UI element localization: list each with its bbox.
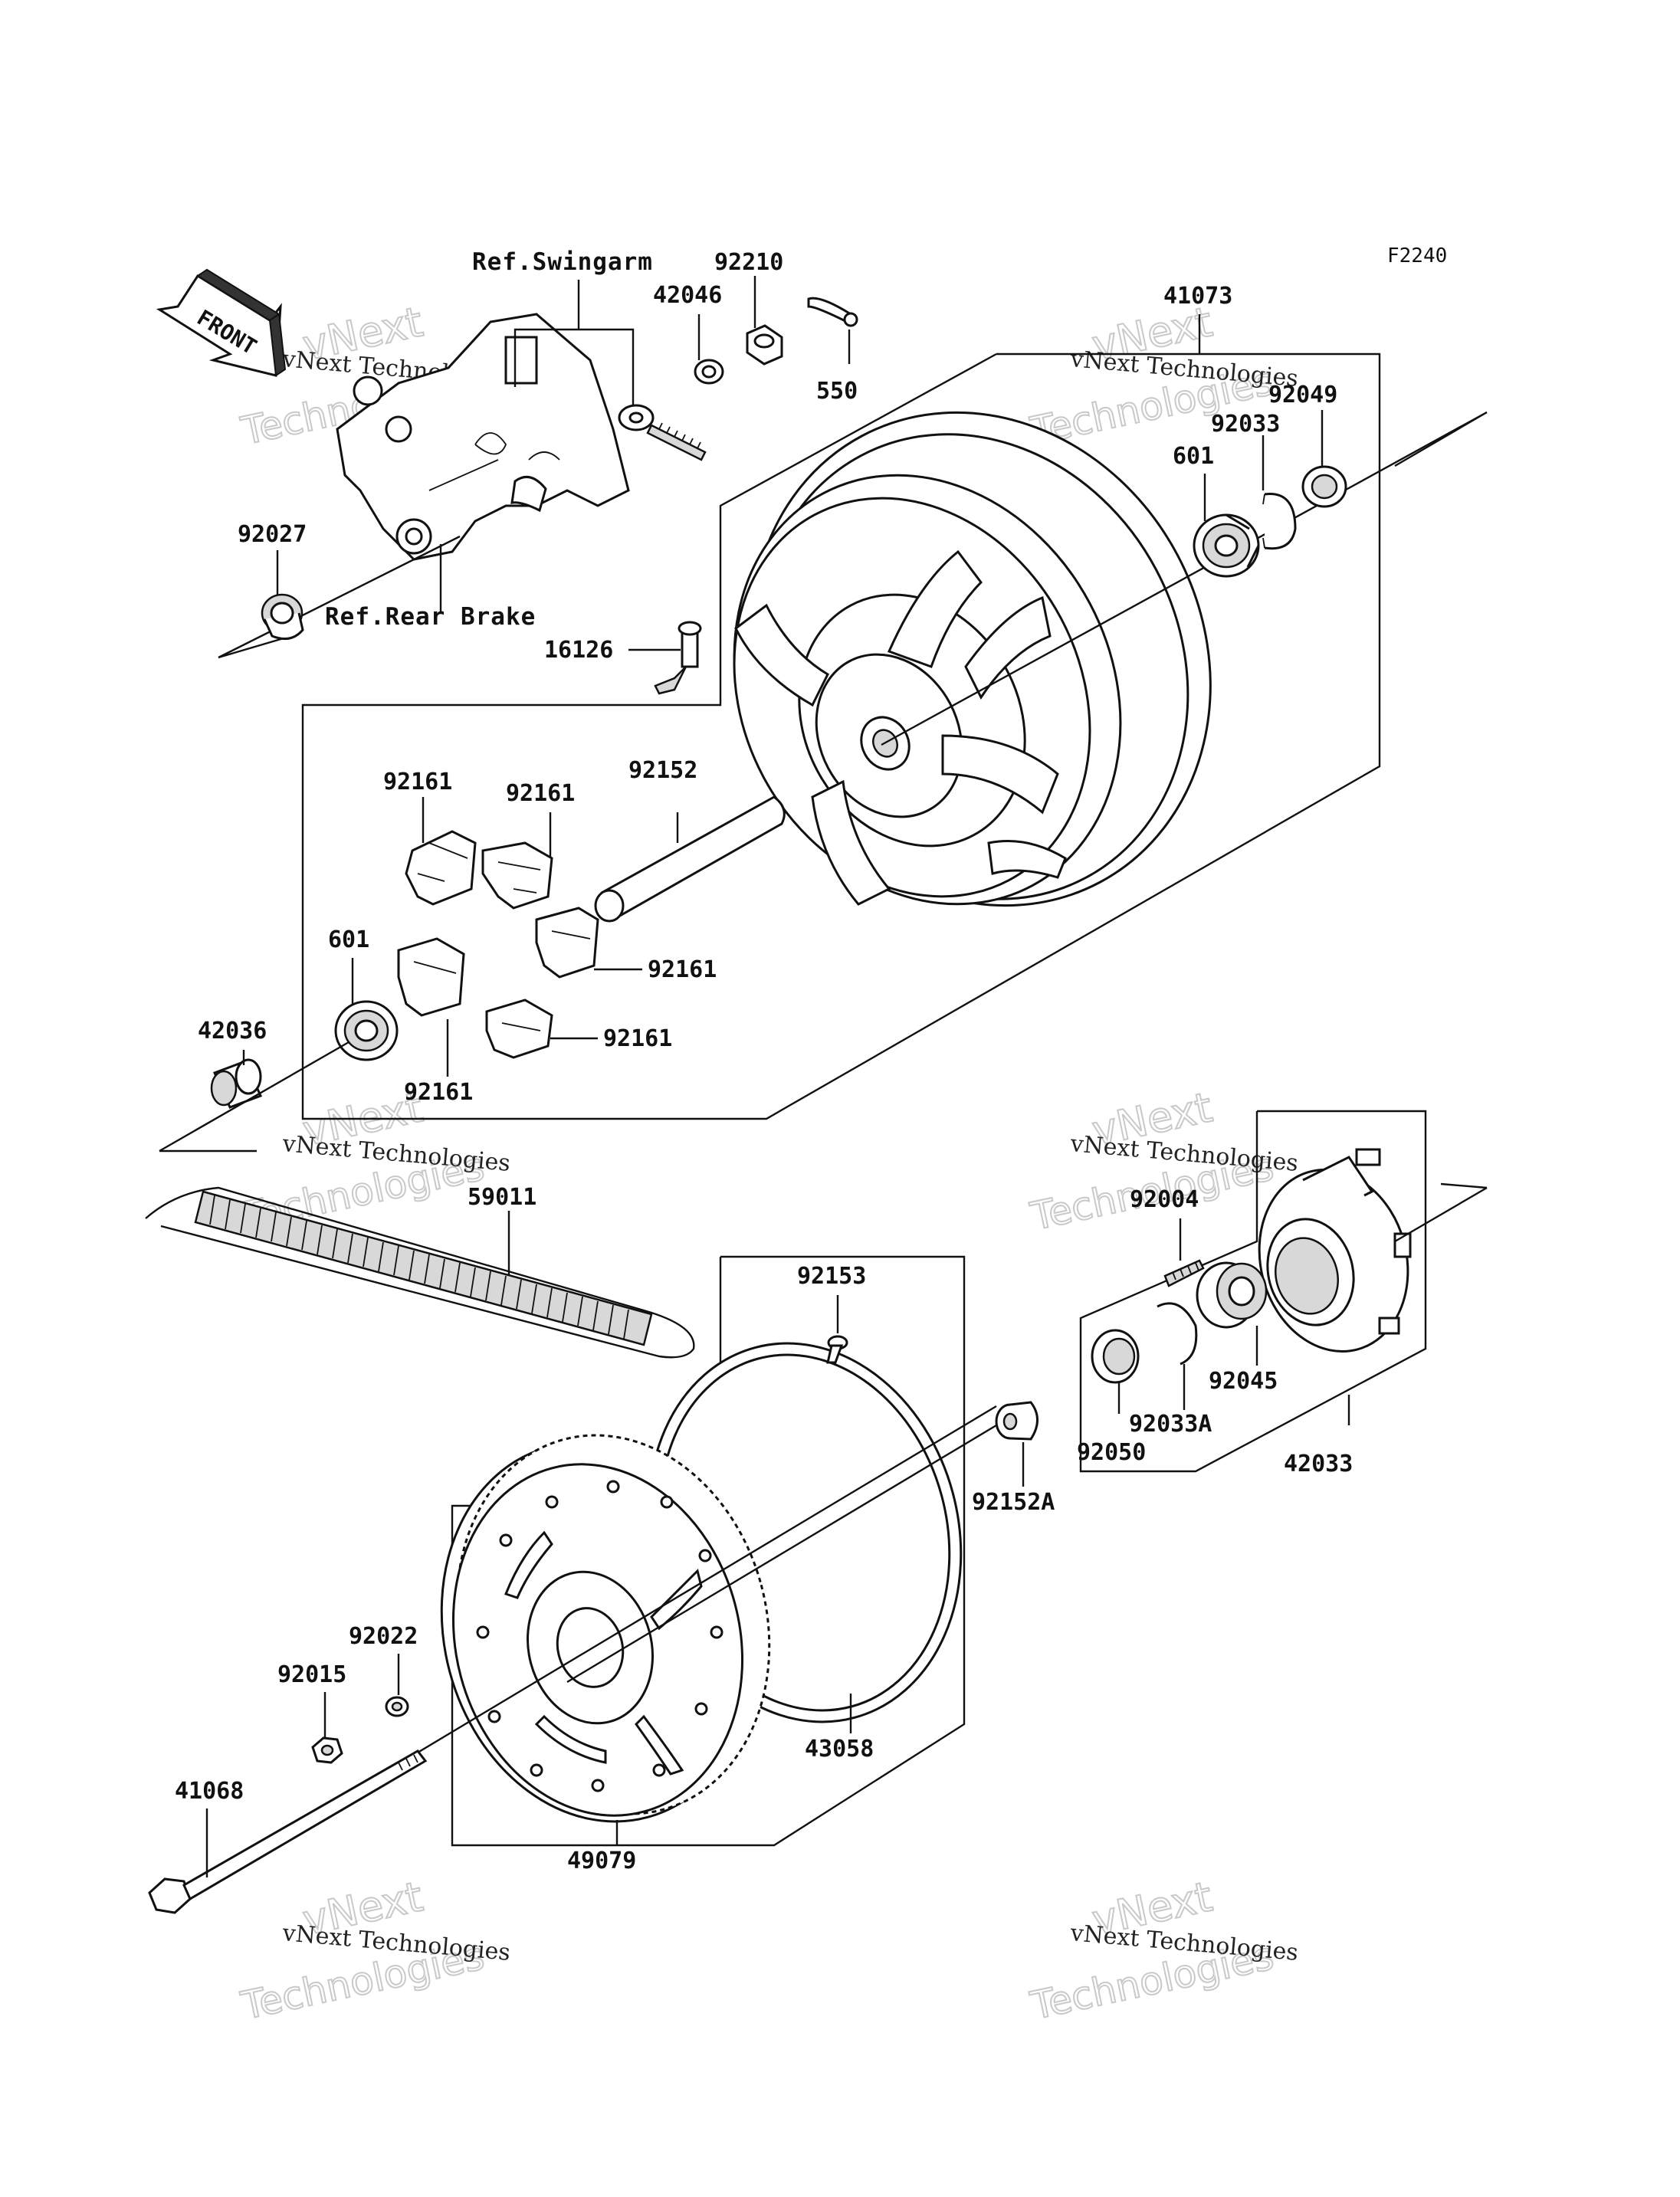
swingarm-ref-leader	[514, 280, 635, 418]
part-label-92050: 92050	[1077, 1439, 1146, 1466]
collar-92027	[261, 550, 304, 641]
collar-92152A	[995, 1401, 1039, 1487]
part-label-92161-d: 92161	[603, 1025, 672, 1052]
part-label-43058: 43058	[805, 1736, 874, 1763]
hub-assembly-outline	[1079, 1110, 1427, 1473]
part-label-92033: 92033	[1211, 411, 1280, 438]
rear-brake-caliper-bracket	[336, 313, 630, 561]
part-label-92153: 92153	[797, 1263, 866, 1290]
part-labels: 92210 42046 550 41073 92049 92033 601 92…	[175, 249, 1353, 1874]
ref-rear-brake-label: Ref.Rear Brake	[325, 603, 536, 631]
damper-92161-c	[535, 907, 642, 979]
circlip-92033A	[1157, 1302, 1198, 1410]
nut-92015	[311, 1692, 343, 1764]
sprocket-bolt-line	[566, 1424, 997, 1684]
collar-42036	[210, 1050, 263, 1109]
figure-code: F2240	[1387, 244, 1447, 267]
spacer-92152	[594, 795, 786, 923]
circlip-92033	[1262, 435, 1297, 550]
part-label-42036: 42036	[198, 1018, 267, 1044]
watermark-bottom-right: vNext Technologies vNext Technologies	[1025, 1871, 1299, 2029]
part-label-92161-e: 92161	[404, 1079, 473, 1106]
axle-line-upper-left-b	[218, 635, 292, 659]
bearing-601-bottom	[334, 958, 399, 1061]
wheel-axle-line-right	[1394, 411, 1488, 467]
air-valve-16126	[628, 621, 702, 695]
rear-wheel	[733, 411, 1212, 907]
part-label-92027: 92027	[238, 521, 307, 548]
part-label-41068: 41068	[175, 1778, 244, 1805]
part-label-92152: 92152	[628, 757, 697, 784]
hub-flange-42033	[1258, 1148, 1412, 1425]
damper-92161-a	[405, 797, 477, 906]
watermark-bottom-left: vNext Technologies vNext Technologies	[236, 1871, 511, 2029]
hub-axle-line-right	[1394, 1186, 1488, 1243]
washer-92022	[385, 1654, 409, 1717]
part-label-92152A: 92152A	[972, 1489, 1055, 1516]
part-label-92161-c: 92161	[648, 956, 717, 983]
chain-adjuster-bolt	[618, 404, 707, 461]
part-label-42033: 42033	[1284, 1451, 1353, 1477]
sprocket-49079	[440, 1434, 771, 1845]
axle-line-upper-left	[218, 535, 461, 659]
drive-belt-59011	[145, 1186, 695, 1359]
bearing-92045	[1196, 1261, 1268, 1366]
seal-92050	[1091, 1329, 1140, 1414]
screw-92153	[826, 1295, 848, 1364]
part-label-49079: 49079	[567, 1848, 636, 1874]
part-label-92049: 92049	[1268, 382, 1337, 408]
part-label-42046: 42046	[653, 282, 722, 309]
hub-axle-line-right-b	[1440, 1182, 1488, 1189]
damper-92161-e	[485, 998, 598, 1059]
axle-bolt-41068	[148, 1749, 428, 1914]
watermark-middle-right: vNext Technologies vNext Technologies	[1025, 1082, 1299, 1240]
part-label-92045: 92045	[1209, 1368, 1278, 1395]
part-label-16126: 16126	[544, 637, 613, 664]
cotter-pin-550	[807, 297, 858, 364]
part-label-92004: 92004	[1130, 1186, 1199, 1213]
wheel-axle-line	[881, 411, 1488, 746]
part-label-92210: 92210	[714, 249, 783, 276]
stud-92004	[1163, 1218, 1205, 1287]
sprocket-axle-line	[413, 1405, 997, 1756]
nut-92210	[746, 276, 783, 366]
wheel-assembly-outline	[301, 353, 1381, 1120]
part-label-601-top: 601	[1173, 443, 1214, 470]
part-label-59011: 59011	[468, 1184, 536, 1211]
part-label-601-bottom: 601	[328, 926, 369, 953]
damper-92161-d	[397, 937, 465, 1077]
part-label-41073: 41073	[1163, 283, 1232, 310]
part-label-92033A: 92033A	[1129, 1411, 1212, 1438]
front-arrow-icon: FRONT	[156, 268, 287, 377]
bearing-601-top	[1193, 474, 1260, 578]
ref-swingarm-label: Ref.Swingarm	[472, 248, 653, 276]
washer-42046	[694, 314, 724, 385]
part-label-92161-b: 92161	[506, 780, 575, 807]
part-label-550: 550	[816, 378, 858, 405]
axle-line-lower-left	[159, 1041, 349, 1153]
part-label-92022: 92022	[349, 1623, 418, 1650]
damper-92161-b	[481, 812, 553, 910]
part-label-92015: 92015	[277, 1661, 346, 1688]
part-label-92161-a: 92161	[383, 769, 452, 795]
seal-92049	[1301, 410, 1347, 508]
